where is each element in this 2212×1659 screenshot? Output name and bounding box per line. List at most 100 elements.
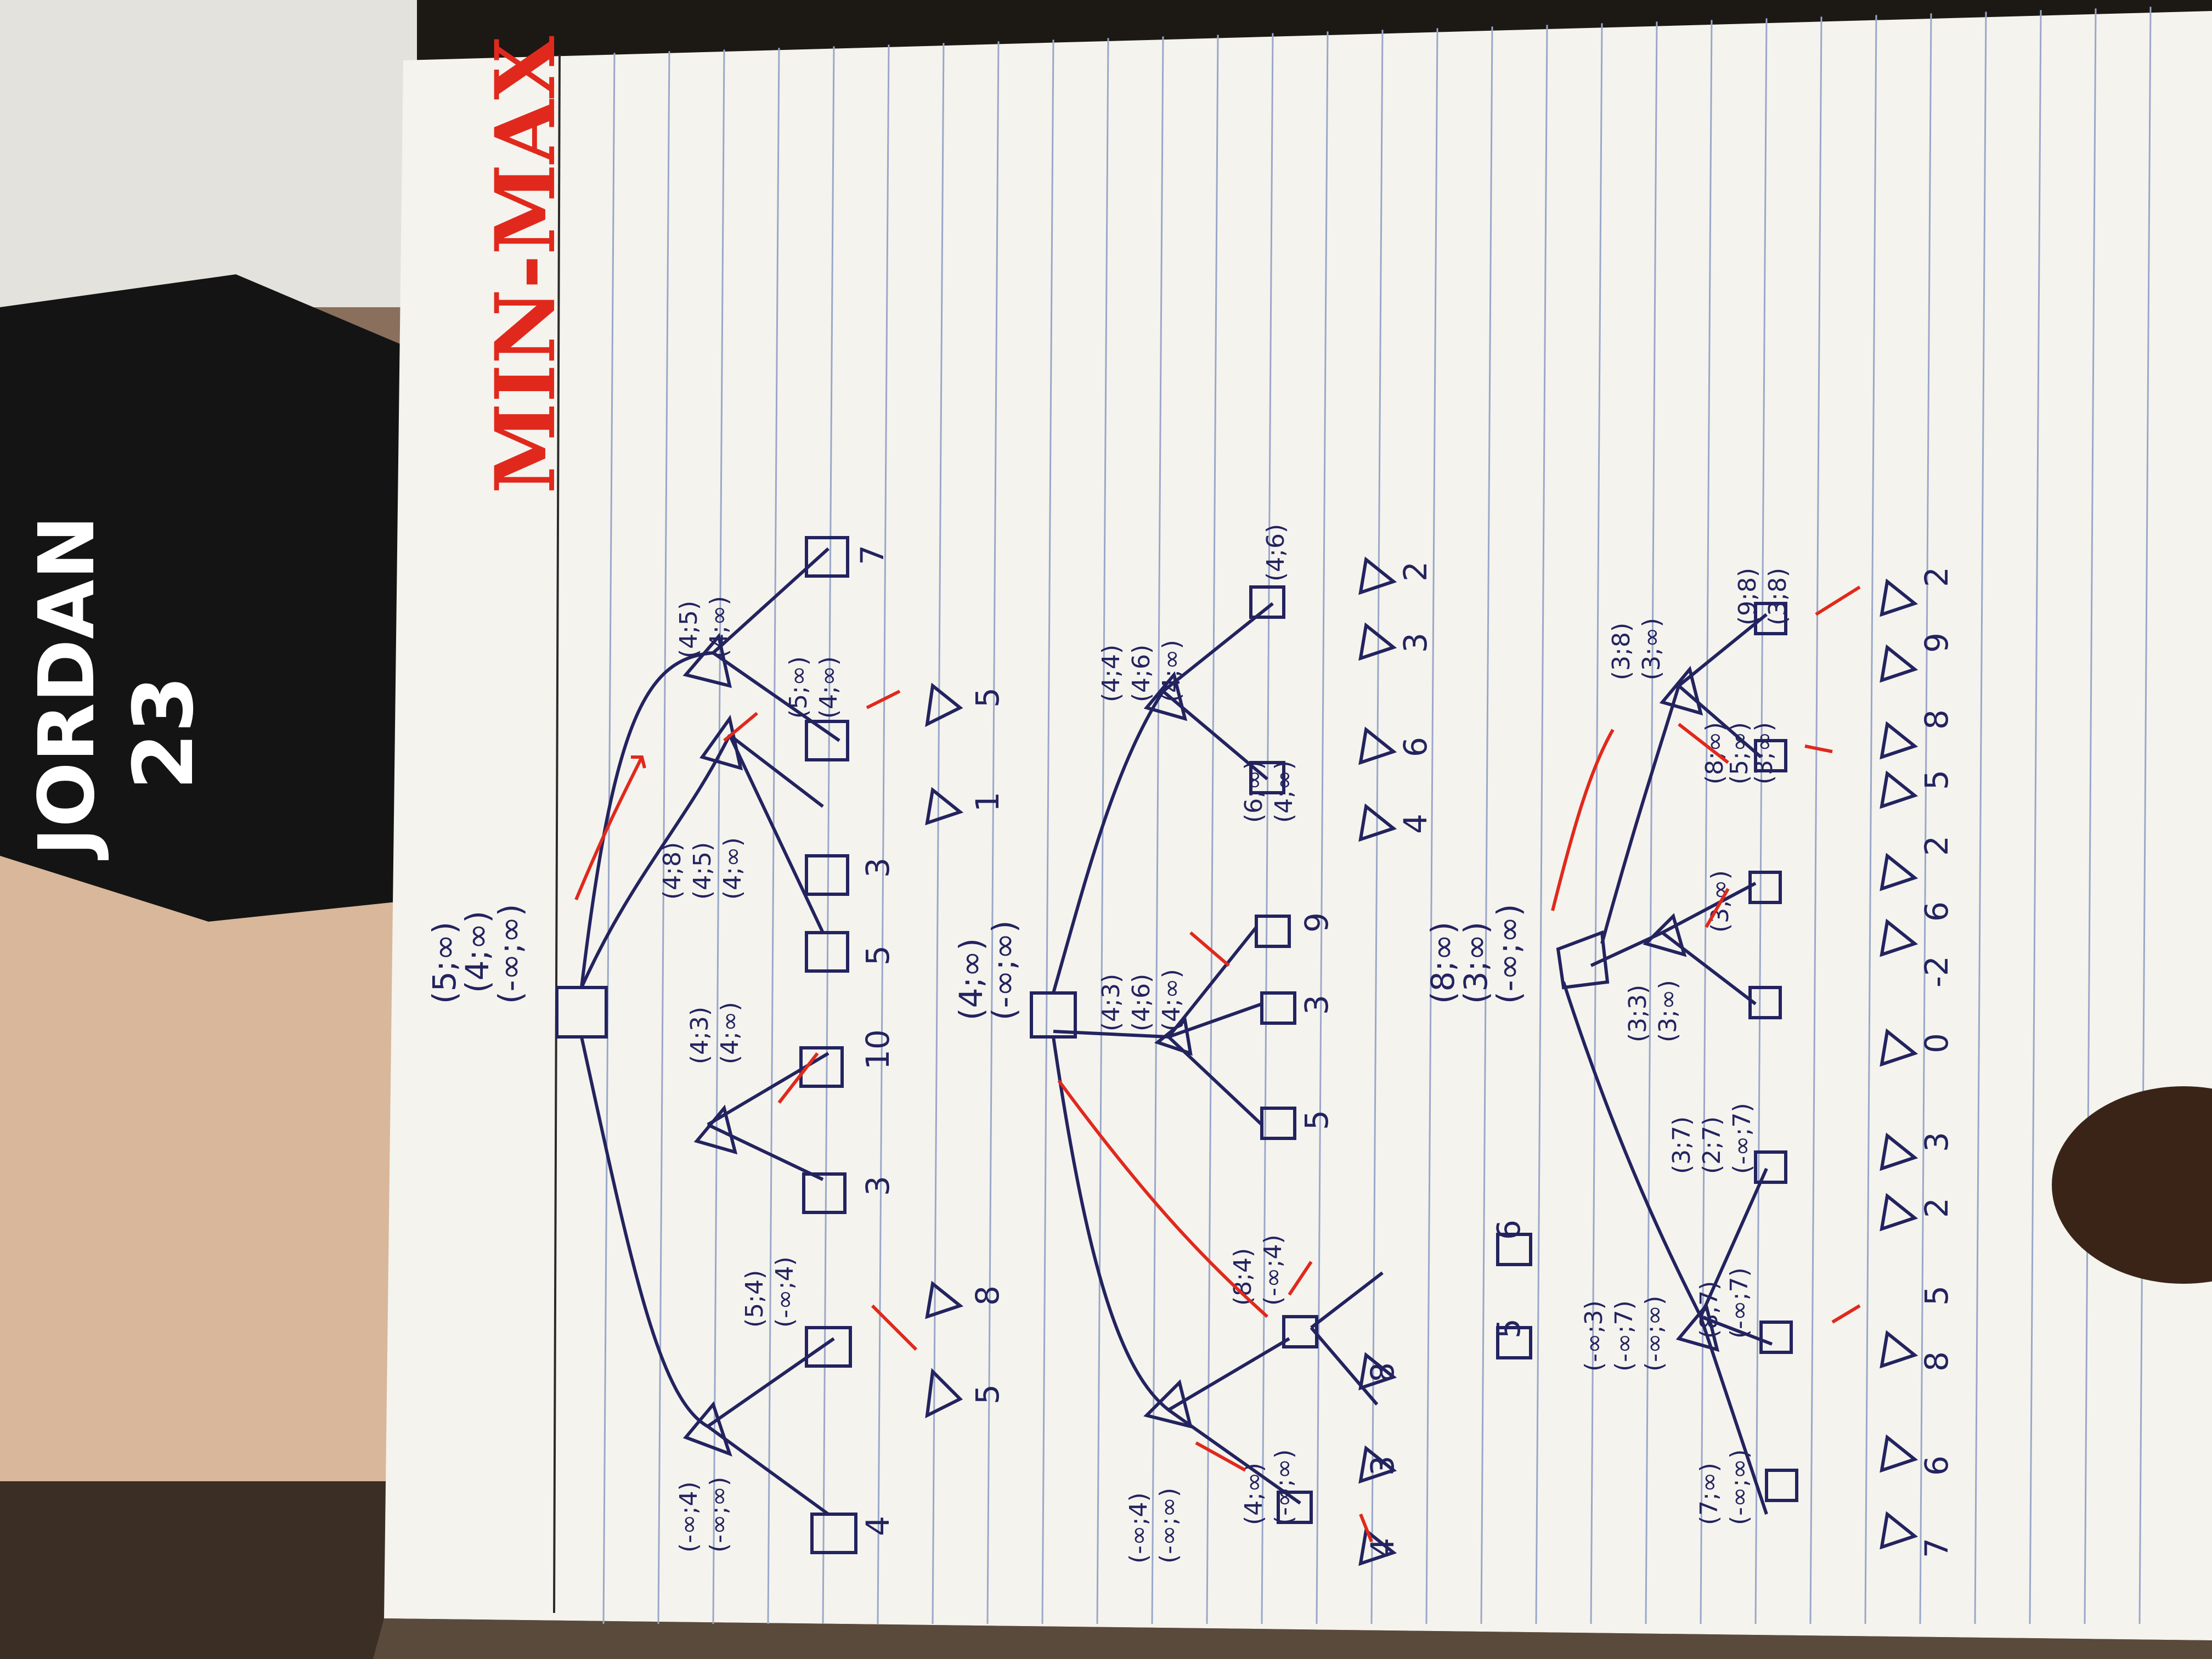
ruled-line	[2084, 8, 2097, 1624]
tree3-node-label: (-∞;7)	[1725, 1267, 1753, 1339]
tree1-leaf-values: 4 5 8 3 10 5 3 1 5 7	[854, 545, 1006, 1536]
tree1-leaf-value: 5	[969, 687, 1006, 708]
tree1-node-label: (4;∞)	[705, 596, 733, 658]
white-shirt	[0, 0, 417, 307]
tree3-leaf-value: 8	[1918, 1351, 1955, 1372]
tree1-root-label-3: (-∞;∞)	[492, 904, 529, 1004]
red-arrow	[1804, 744, 1833, 753]
tree3-leaf	[1880, 721, 1918, 760]
tree1-max-node	[805, 931, 849, 973]
tree1-root-label-1: (5;∞)	[426, 922, 463, 1004]
ruled-line	[1480, 26, 1493, 1624]
ruled-line	[1041, 40, 1054, 1624]
tree3-leaf	[1880, 853, 1918, 891]
tree1-leaf-value: 10	[859, 1029, 896, 1070]
tree2-leaf-value: 5	[1298, 1110, 1335, 1130]
ruled-line	[986, 41, 1000, 1624]
tree3-leaf-value: 3	[1918, 1132, 1955, 1152]
tree2-edges	[1052, 602, 1384, 1505]
tree2-node-label: (4;∞)	[1158, 969, 1186, 1031]
tree3-node-label: (-∞;7)	[1610, 1300, 1638, 1372]
jersey-number: 23	[116, 675, 212, 790]
notebook-page	[384, 11, 2212, 1640]
tree1-leaf-value: 4	[859, 1516, 896, 1536]
tree2-leaf-value: 8	[1364, 1362, 1401, 1383]
tree1-max-node	[799, 1046, 844, 1088]
ruled-line	[2138, 7, 2152, 1624]
tree2-node-label: (4;6)	[1127, 645, 1155, 702]
tree3-leaf-value: 6	[1918, 1455, 1955, 1476]
tree3-leaf	[1880, 1132, 1918, 1171]
tree3-node-label: (3;8)	[1607, 623, 1635, 680]
tree2-max-node	[1255, 915, 1291, 948]
tree3-leaf-value: 6	[1918, 901, 1955, 922]
tree1-node-label: (4;8)	[658, 842, 686, 900]
tree3-leaf-value: 9	[1918, 633, 1955, 653]
tree2-leaf-value: 4	[1364, 1538, 1401, 1558]
tree3-leaf-values: 7 6 8 5 2 3 0 -2 6 2 5 8 9 2	[1918, 567, 1955, 1558]
tree3-node-label: (9;8)	[1734, 568, 1762, 625]
tree2-min-node	[1154, 1017, 1193, 1056]
page-title: MIN-MAX	[477, 36, 574, 494]
tree2-node-label: (-∞;4)	[1259, 1234, 1287, 1306]
tree3-max-node	[1754, 1150, 1787, 1184]
tree2-max-node	[1282, 1315, 1318, 1348]
tree3-labels: (8;∞) (3;∞) (-∞;∞) (-∞;3) (-∞;7) (-∞;∞) …	[1424, 567, 1955, 1558]
tree1-node-label: (4;3)	[686, 1007, 714, 1064]
tree2-max-node	[1496, 1233, 1532, 1266]
margin-line	[553, 54, 561, 1613]
tree3-node-label: (3;∞)	[1638, 618, 1666, 680]
ruled-line	[1425, 28, 1438, 1624]
jersey-word: JORDAN	[22, 515, 112, 860]
tree1-node-label: (4;5)	[689, 842, 716, 900]
ruled-line	[822, 46, 835, 1624]
ruled-line	[767, 48, 780, 1624]
tree3-node-label: (2;7)	[1698, 1116, 1726, 1174]
tree1-node-label: (4;∞)	[716, 1002, 744, 1064]
tree1-leaf-value: 1	[969, 792, 1006, 812]
tree3-leaf	[1880, 1511, 1918, 1550]
ruled-line	[1645, 21, 1658, 1624]
tree1-min-node	[693, 1104, 738, 1155]
tree2-leaf-value: 3	[1397, 633, 1434, 653]
red-cut	[1705, 888, 1730, 928]
ruled-line	[1590, 23, 1603, 1624]
ruled-line	[602, 53, 616, 1624]
tree2-leaf	[1358, 1527, 1397, 1566]
tree2-leaf-value: 9	[1298, 912, 1335, 933]
tree1-leaf	[925, 1280, 964, 1319]
tree1-leaf-value: 5	[859, 945, 896, 966]
tree2-leaf	[1358, 556, 1397, 595]
tree1-max-node	[805, 536, 849, 578]
tree2-node-label: (-∞;4)	[1125, 1492, 1153, 1564]
tree3-node-label: (7;∞)	[1695, 1463, 1723, 1525]
tree2-leaf-values: 4 3 8 5 6 5 3 9 4 6 3 2	[1298, 561, 1527, 1558]
tree3-max-node	[1748, 986, 1782, 1019]
red-cut	[1831, 1304, 1861, 1324]
tree1-node-label: (5;4)	[741, 1270, 769, 1328]
tree2-max-node	[1260, 1107, 1296, 1140]
tree3-max-node	[1754, 602, 1787, 635]
tree2-leaf-value: 4	[1397, 814, 1434, 834]
tree1-leaf	[925, 787, 964, 826]
ruled-line	[932, 43, 945, 1624]
tree3-node-label: (-∞;∞)	[1725, 1449, 1753, 1525]
tree1-max-node	[805, 720, 849, 761]
red-arrow	[1057, 1080, 1269, 1318]
tree2-max-node	[1277, 1491, 1313, 1524]
ruled-line	[877, 44, 890, 1624]
tree1-max-node	[805, 1326, 852, 1368]
tree1-node-label: (4;∞)	[719, 837, 747, 900]
tree2-node-label: (4;3)	[1097, 974, 1125, 1031]
tree3-leaf-value: 2	[1918, 567, 1955, 587]
tree2-leaf	[1358, 1352, 1397, 1391]
tree2-max-node	[1249, 585, 1285, 619]
tree2-node-label: (4;∞)	[1240, 1463, 1268, 1525]
tree2-root-label-1: (4;∞)	[952, 938, 990, 1020]
tree1-leaf-value: 3	[859, 1176, 896, 1196]
tree2-min-node	[1143, 1379, 1193, 1429]
tree3-leaf	[1880, 1193, 1918, 1232]
tree1-max-node	[810, 1513, 857, 1554]
tree1-leaf	[925, 1368, 963, 1419]
ruled-lines	[602, 7, 2152, 1624]
